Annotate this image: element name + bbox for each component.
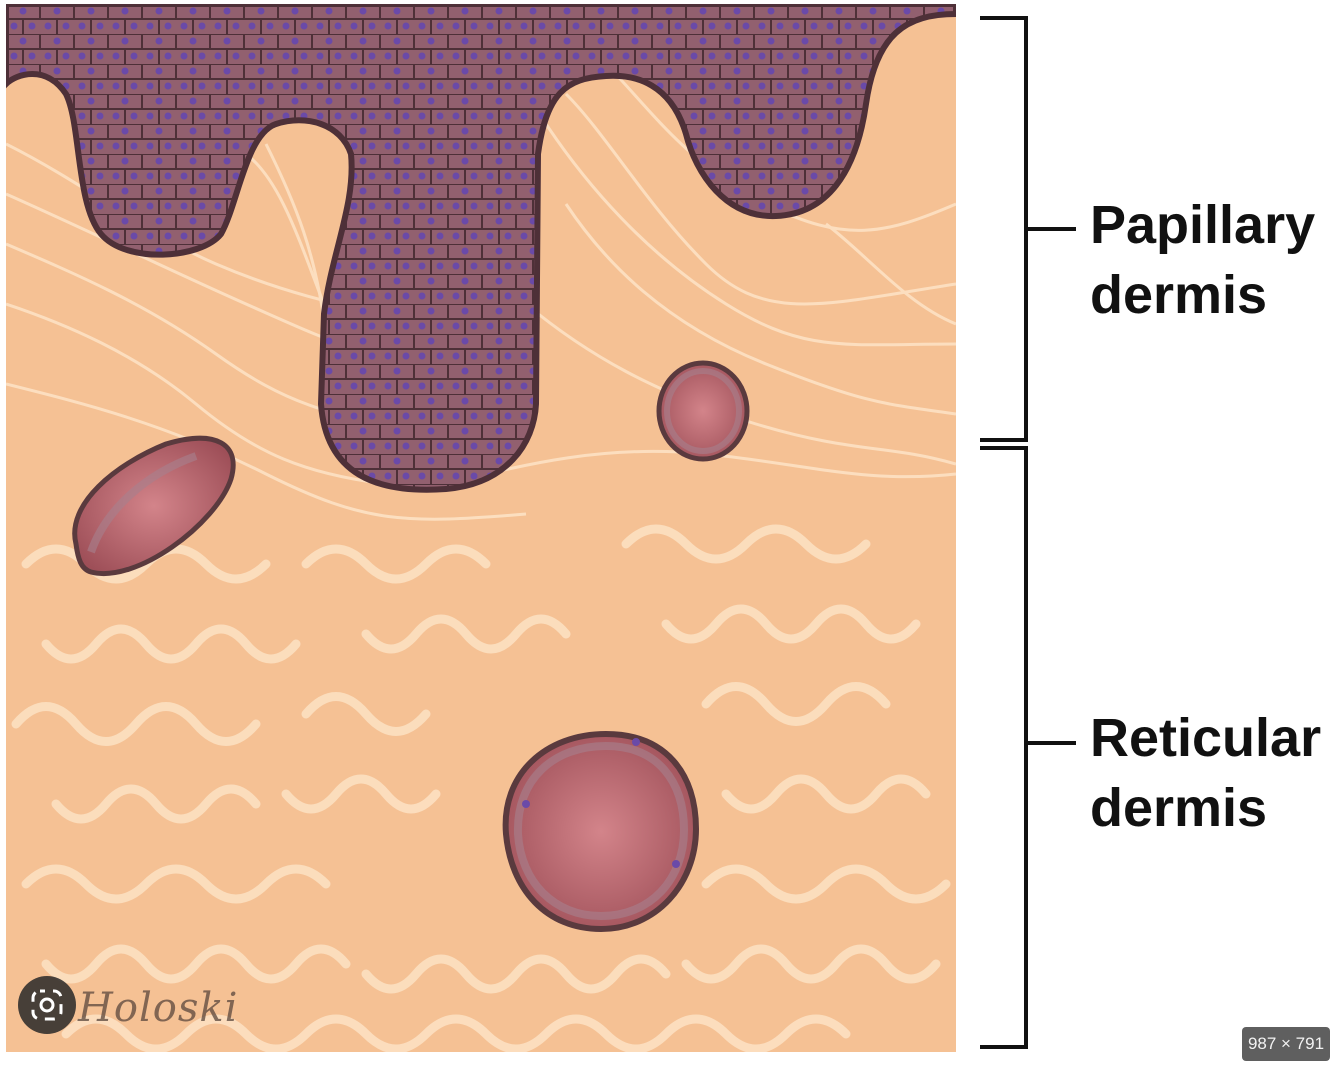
papillary-dermis-label: Papillary dermis [1090, 190, 1315, 330]
papillary-bracket [980, 16, 1076, 442]
image-size-badge: 987 × 791 [1242, 1027, 1330, 1061]
epidermis-rete-ridges [6, 4, 956, 493]
reticular-label-line1: Reticular [1090, 708, 1322, 768]
lens-search-icon[interactable] [18, 976, 76, 1034]
blood-vessel-small-left [72, 435, 236, 576]
reticular-label-line2: dermis [1090, 778, 1268, 838]
artist-watermark: Holoski [78, 985, 239, 1031]
reticular-dermis-label: Reticular dermis [1090, 703, 1321, 843]
papillary-label-line2: dermis [1090, 265, 1268, 325]
dermis-illustration [6, 4, 956, 1052]
reticular-bracket [980, 446, 1076, 1049]
label-panel [960, 0, 1334, 1069]
papillary-label-line1: Papillary [1090, 195, 1316, 255]
blood-vessel-large [502, 730, 700, 933]
blood-vessel-small-right [656, 360, 750, 462]
